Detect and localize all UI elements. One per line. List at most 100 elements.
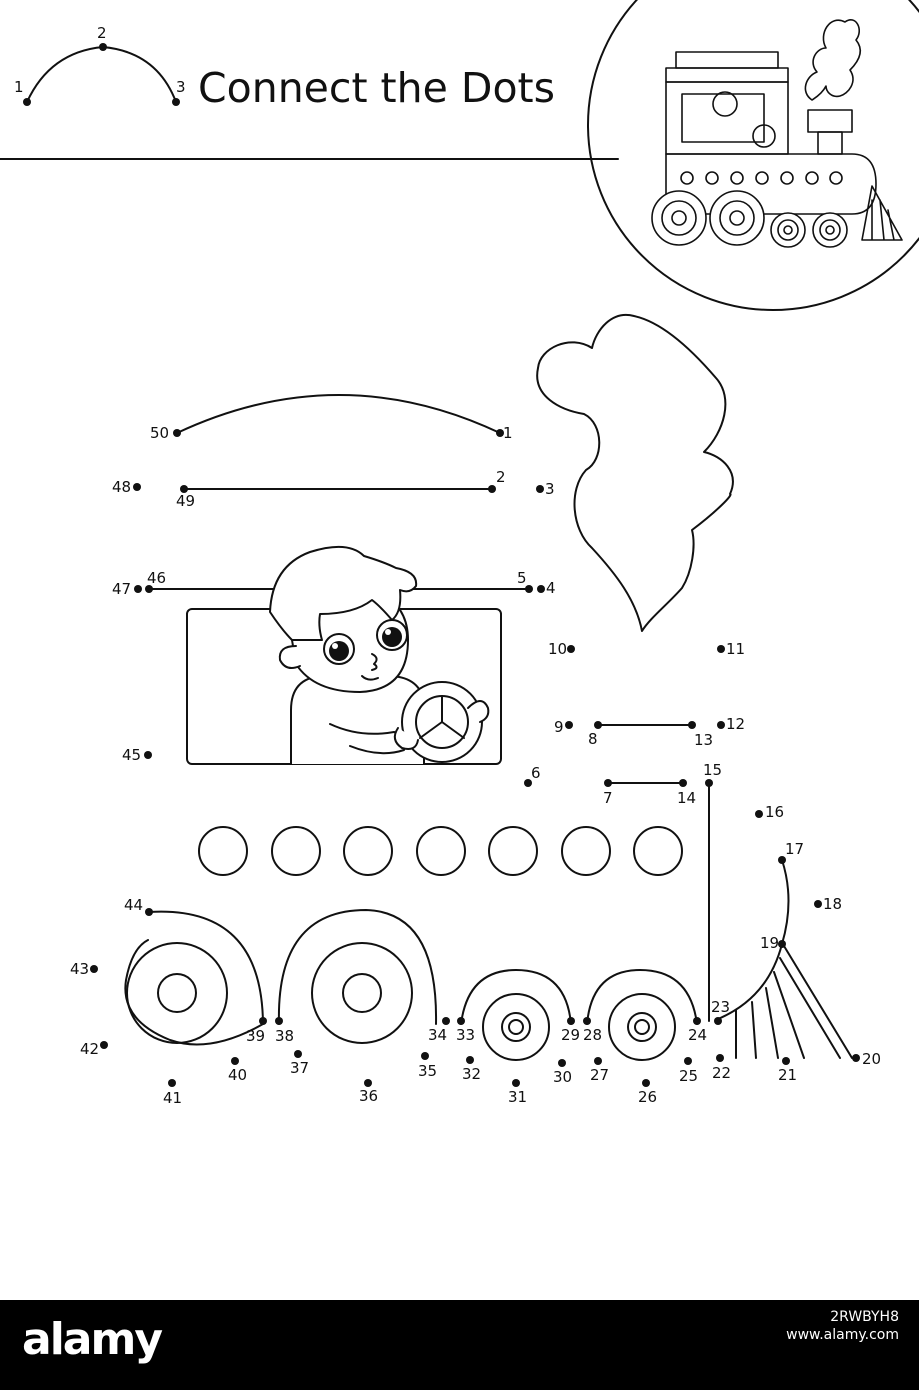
dot-label-1: 1 (503, 424, 513, 442)
dot-22 (716, 1054, 724, 1062)
dot-label-10: 10 (548, 640, 567, 658)
dot-label-31: 31 (508, 1088, 527, 1106)
watermark-banner: alamy 2RWBYH8 www.alamy.com (0, 1300, 919, 1390)
dot-49 (180, 485, 188, 493)
dot-label-38: 38 (275, 1027, 294, 1045)
dot-label-25: 25 (679, 1067, 698, 1085)
dot-40 (231, 1057, 239, 1065)
preview-porthole-6 (805, 171, 819, 185)
dot-23 (714, 1017, 722, 1025)
dot-19 (778, 940, 786, 948)
cowcatcher-curve (717, 943, 783, 1020)
dot-39 (259, 1017, 267, 1025)
cowcatcher-spokes (735, 945, 853, 1059)
preview-chimney (807, 109, 853, 133)
preview-wheel (752, 124, 776, 148)
dot-label-4: 4 (546, 579, 556, 597)
dot-label-44: 44 (124, 896, 143, 914)
dot-30 (558, 1059, 566, 1067)
dot-9 (565, 721, 573, 729)
preview-boiler (665, 153, 877, 215)
dot-31 (512, 1079, 520, 1087)
dot-label-15: 15 (703, 761, 722, 779)
preview-circle (587, 0, 919, 311)
dot-label-9: 9 (554, 718, 564, 736)
dot-label-40: 40 (228, 1066, 247, 1084)
dot-label-22: 22 (712, 1064, 731, 1082)
dot-8 (594, 721, 602, 729)
dot-label-27: 27 (590, 1066, 609, 1084)
dot-38 (275, 1017, 283, 1025)
dot-label-26: 26 (638, 1088, 657, 1106)
dot-29 (567, 1017, 575, 1025)
dot-label-29: 29 (561, 1026, 580, 1044)
brand-logo: alamy (22, 1314, 163, 1365)
preview-boy-head (712, 91, 738, 117)
dot-20 (852, 1054, 860, 1062)
dot-label-47: 47 (112, 580, 131, 598)
image-code: 2RWBYH8 www.alamy.com (786, 1308, 899, 1344)
example-label-2: 2 (97, 24, 107, 42)
porthole-4 (416, 826, 466, 876)
dot-3 (536, 485, 544, 493)
dot-36 (364, 1079, 372, 1087)
preview-train (651, 19, 903, 248)
example-dot-3 (172, 98, 180, 106)
dot-label-8: 8 (588, 730, 598, 748)
dot-4 (537, 585, 545, 593)
dot-13 (688, 721, 696, 729)
dot-48 (133, 483, 141, 491)
porthole-2 (271, 826, 321, 876)
dot-label-7: 7 (603, 789, 613, 807)
dot-10 (567, 645, 575, 653)
dot-label-3: 3 (545, 480, 555, 498)
dot-label-46: 46 (147, 569, 166, 587)
page-title: Connect the Dots (198, 64, 555, 112)
example-arc (26, 46, 177, 103)
dot-label-14: 14 (677, 789, 696, 807)
preview-grille (861, 185, 903, 241)
porthole-3 (343, 826, 393, 876)
dot-2 (488, 485, 496, 493)
preview-wheel-small-2 (812, 212, 848, 248)
dot-6 (524, 779, 532, 787)
boy-hair (269, 545, 418, 642)
boy-mouth (361, 675, 379, 681)
porthole-1 (198, 826, 248, 876)
example-dot-1 (23, 98, 31, 106)
example-label-3: 3 (176, 78, 186, 96)
dot-12 (717, 721, 725, 729)
dot-18 (814, 900, 822, 908)
boy-eye-left (323, 633, 355, 665)
smoke-cloud (536, 313, 734, 632)
dot-label-28: 28 (583, 1026, 602, 1044)
preview-roof-top (675, 51, 779, 69)
dot-34 (442, 1017, 450, 1025)
preview-porthole-5 (780, 171, 794, 185)
preview-porthole-2 (705, 171, 719, 185)
dot-1 (496, 429, 504, 437)
preview-porthole-1 (680, 171, 694, 185)
dot-label-5: 5 (517, 569, 527, 587)
dot-label-50: 50 (150, 424, 169, 442)
preview-wheel-small-1 (770, 212, 806, 248)
dot-label-13: 13 (694, 731, 713, 749)
preview-smoke (804, 19, 861, 101)
boy-driver (269, 545, 490, 765)
preview-wheel-big-2 (709, 190, 765, 246)
dot-46 (145, 585, 153, 593)
preview-wheel-big-1 (651, 190, 707, 246)
dot-label-35: 35 (418, 1062, 437, 1080)
wheel-small-1 (460, 969, 572, 1061)
boy-hand-right (467, 700, 490, 723)
steering-wheel-icon (401, 681, 483, 763)
dot-42 (100, 1041, 108, 1049)
boy-nose (371, 653, 378, 671)
porthole-7 (633, 826, 683, 876)
dot-35 (421, 1052, 429, 1060)
wheel-big-rear (124, 910, 264, 1046)
dot-28 (583, 1017, 591, 1025)
example-dot-2 (99, 43, 107, 51)
